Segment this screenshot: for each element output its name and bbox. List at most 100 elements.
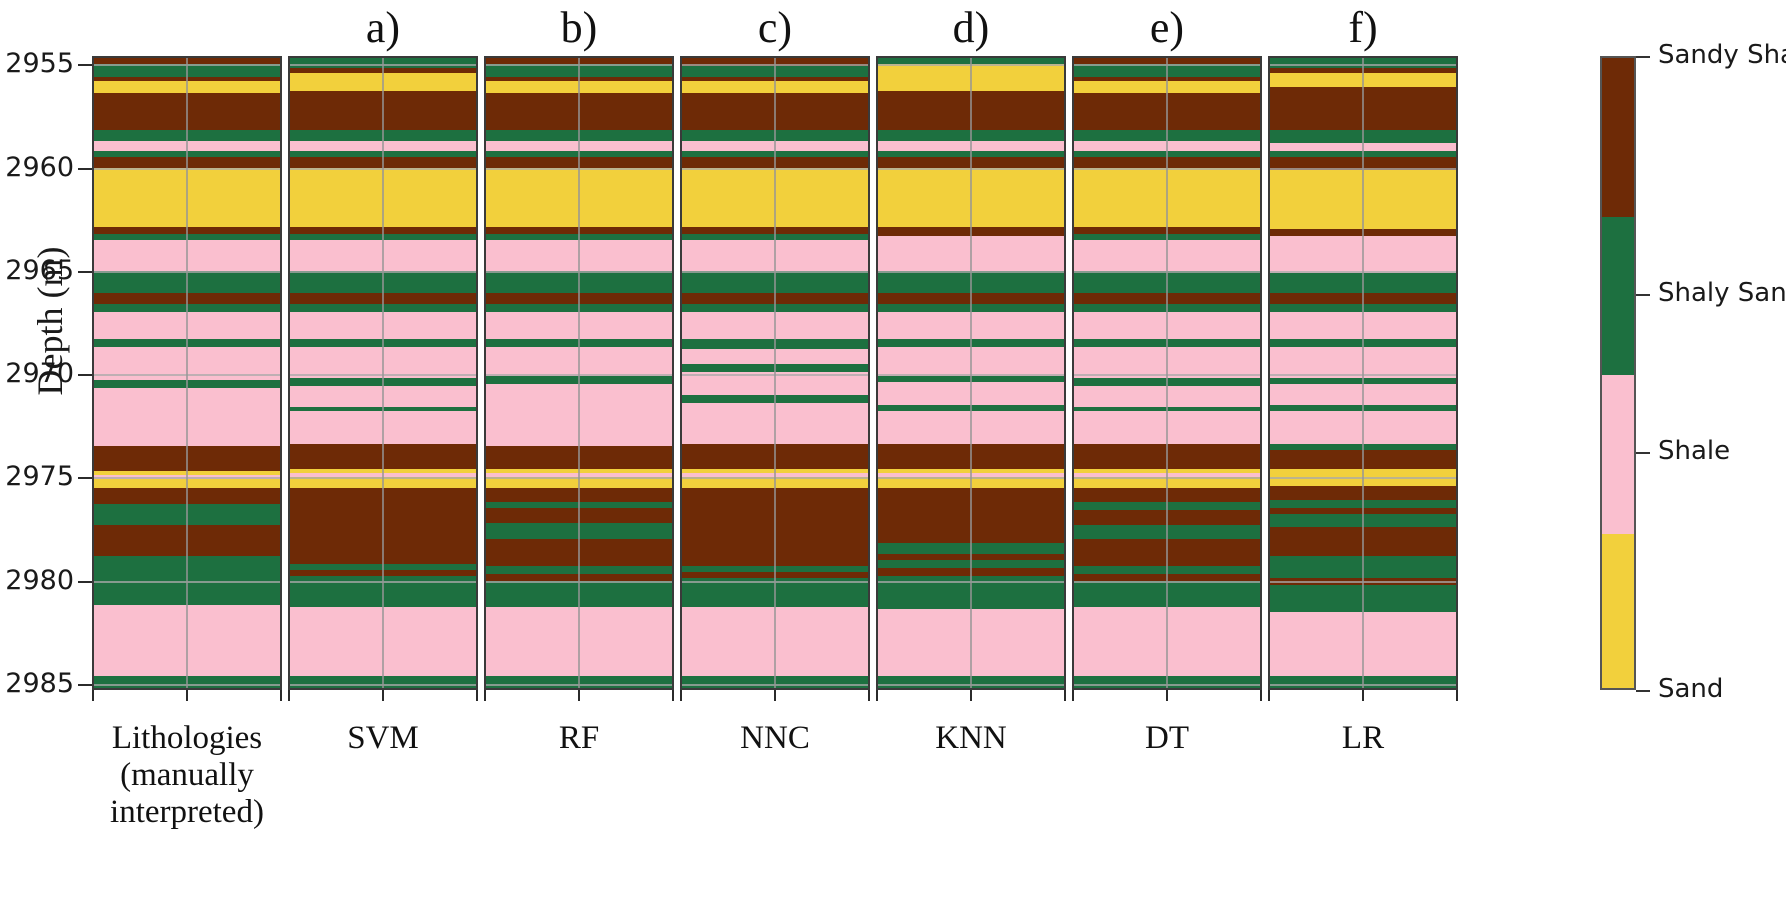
bed-shaly-sand — [288, 56, 478, 69]
panel-letter-rf: b) — [560, 3, 598, 52]
bed-sandy-shale — [484, 446, 674, 470]
bed-sandy-shale — [876, 293, 1066, 304]
bed-shaly-sand — [680, 675, 870, 690]
bed-shaly-sand — [876, 130, 1066, 141]
y-tick-label: 2980 — [5, 564, 74, 596]
bed-shale — [288, 386, 478, 408]
legend-swatch-shaly-sand — [1602, 216, 1634, 375]
legend-tick-mark — [1636, 452, 1650, 455]
bed-sandy-shale — [680, 444, 870, 470]
x-tick-mark — [288, 690, 290, 701]
bed-sandy-shale — [92, 293, 282, 304]
bed-shale — [92, 140, 282, 151]
bed-shaly-sand — [876, 338, 1066, 348]
bed-sandy-shale — [1268, 157, 1458, 170]
bed-stack — [1268, 56, 1458, 690]
bed-shale — [876, 347, 1066, 377]
legend-tick-mark — [1636, 293, 1650, 296]
bed-sand — [1268, 72, 1458, 87]
y-tick-label: 2975 — [5, 461, 74, 493]
panel-caption: NNC — [630, 720, 920, 757]
bed-shale — [288, 607, 478, 676]
panel-letter-nnc: c) — [757, 3, 793, 52]
x-tick-mark — [1064, 690, 1066, 701]
bed-shale — [1072, 411, 1262, 445]
panel-caption-line1: DT — [1145, 720, 1189, 756]
bed-shale — [92, 605, 282, 676]
lithology-track-dt[interactable] — [1072, 56, 1262, 690]
bed-shale — [288, 140, 478, 151]
panel-caption-line1: NNC — [740, 720, 810, 756]
bed-shale — [1072, 239, 1262, 271]
bed-sandy-shale — [1072, 487, 1262, 503]
bed-sandy-shale — [92, 56, 282, 65]
x-tick-mark — [970, 690, 972, 701]
bed-sand — [288, 72, 478, 92]
y-tick-label: 2960 — [5, 151, 74, 183]
bed-shaly-sand — [876, 576, 1066, 610]
bed-shale — [680, 140, 870, 151]
x-tick-mark — [1268, 690, 1270, 701]
bed-shale — [92, 239, 282, 271]
lithology-track-nnc[interactable] — [680, 56, 870, 690]
bed-shaly-sand — [876, 559, 1066, 569]
bed-shaly-sand — [484, 130, 674, 141]
bed-shale — [876, 140, 1066, 151]
y-tick-label: 2965 — [5, 254, 74, 286]
bed-shaly-sand — [1268, 272, 1458, 294]
bed-shaly-sand — [288, 338, 478, 348]
bed-shaly-sand — [484, 675, 674, 690]
bed-shaly-sand — [288, 130, 478, 141]
bed-shaly-sand — [1072, 378, 1262, 387]
bed-stack — [92, 56, 282, 690]
bed-shale — [1268, 411, 1458, 445]
legend-colorbar[interactable] — [1600, 56, 1636, 690]
bed-sandy-shale — [876, 444, 1066, 470]
bed-shaly-sand — [876, 303, 1066, 313]
bed-shale — [288, 312, 478, 339]
bed-shaly-sand — [92, 675, 282, 690]
bed-sand — [1072, 477, 1262, 488]
bed-shaly-sand — [484, 270, 674, 294]
panel-letter-lr: f) — [1348, 3, 1378, 52]
bed-shaly-sand — [1072, 338, 1262, 348]
legend-swatch-shale — [1602, 375, 1634, 534]
bed-shaly-sand — [484, 522, 674, 540]
bed-shale — [876, 411, 1066, 445]
bed-shaly-sand — [1268, 303, 1458, 313]
bed-shaly-sand — [1268, 130, 1458, 143]
legend-label-shaly-sand: Shaly Sand — [1658, 277, 1786, 308]
bed-sand — [288, 477, 478, 488]
lithology-track-lithologies[interactable] — [92, 56, 282, 690]
bed-shale — [92, 347, 282, 375]
bed-sandy-shale — [1072, 157, 1262, 168]
bed-shale — [484, 347, 674, 377]
lithology-track-rf[interactable] — [484, 56, 674, 690]
y-tick-label: 2985 — [5, 667, 74, 699]
bed-sand — [288, 167, 478, 228]
lithology-track-knn[interactable] — [876, 56, 1066, 690]
bed-sandy-shale — [680, 56, 870, 67]
bed-stack — [484, 56, 674, 690]
x-tick-mark — [186, 690, 188, 701]
bed-sand — [484, 477, 674, 488]
bed-sandy-shale — [92, 446, 282, 472]
bed-shale — [484, 607, 674, 676]
bed-shaly-sand — [680, 363, 870, 372]
bed-sandy-shale — [1072, 293, 1262, 304]
bed-sand — [1268, 469, 1458, 486]
legend-swatch-sand — [1602, 533, 1634, 688]
lithology-track-svm[interactable] — [288, 56, 478, 690]
bed-shaly-sand — [1072, 502, 1262, 511]
x-tick-mark — [1260, 690, 1262, 701]
bed-sandy-shale — [680, 293, 870, 304]
bed-shaly-sand — [680, 270, 870, 294]
lithology-track-lr[interactable] — [1268, 56, 1458, 690]
x-tick-mark — [1362, 690, 1364, 701]
bed-shaly-sand — [92, 380, 282, 389]
bed-sandy-shale — [1072, 93, 1262, 131]
bed-shale — [680, 349, 870, 364]
bed-shaly-sand — [92, 130, 282, 141]
bed-shaly-sand — [484, 338, 674, 348]
